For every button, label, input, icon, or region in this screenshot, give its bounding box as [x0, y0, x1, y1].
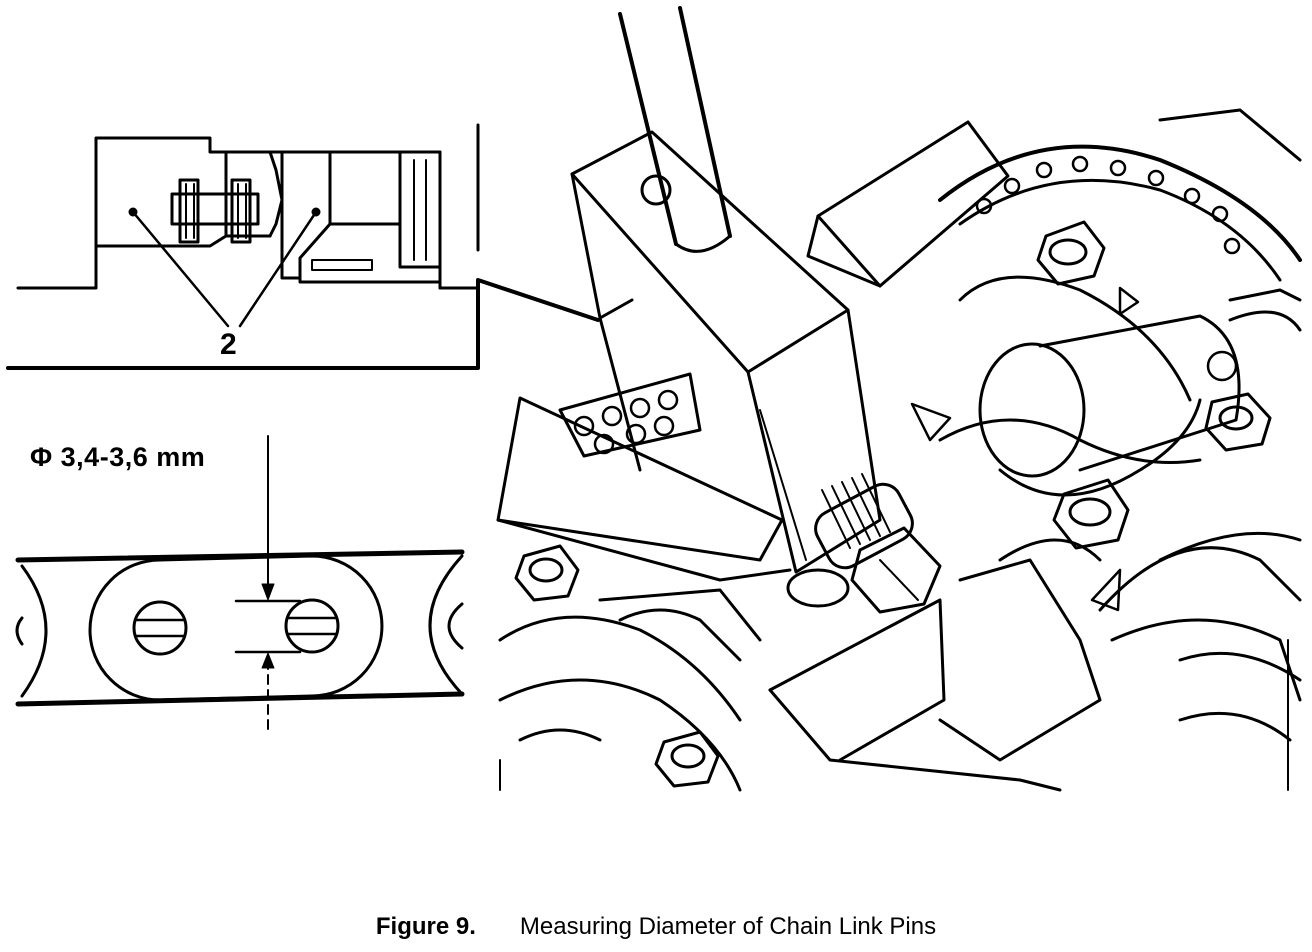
figure-title: Measuring Diameter of Chain Link Pins [519, 913, 937, 940]
callout-number: 2 [220, 328, 237, 361]
engine-illustration [496, 6, 1302, 792]
chain-link-diagram [15, 435, 465, 731]
figure-number: Figure 9. [375, 913, 476, 940]
figure-caption: Figure 9. Measuring Diameter of Chain Lin… [0, 912, 1312, 942]
detail-inset [6, 123, 600, 370]
pin-diameter-label: Φ 3,4-3,6 mm [30, 442, 206, 472]
